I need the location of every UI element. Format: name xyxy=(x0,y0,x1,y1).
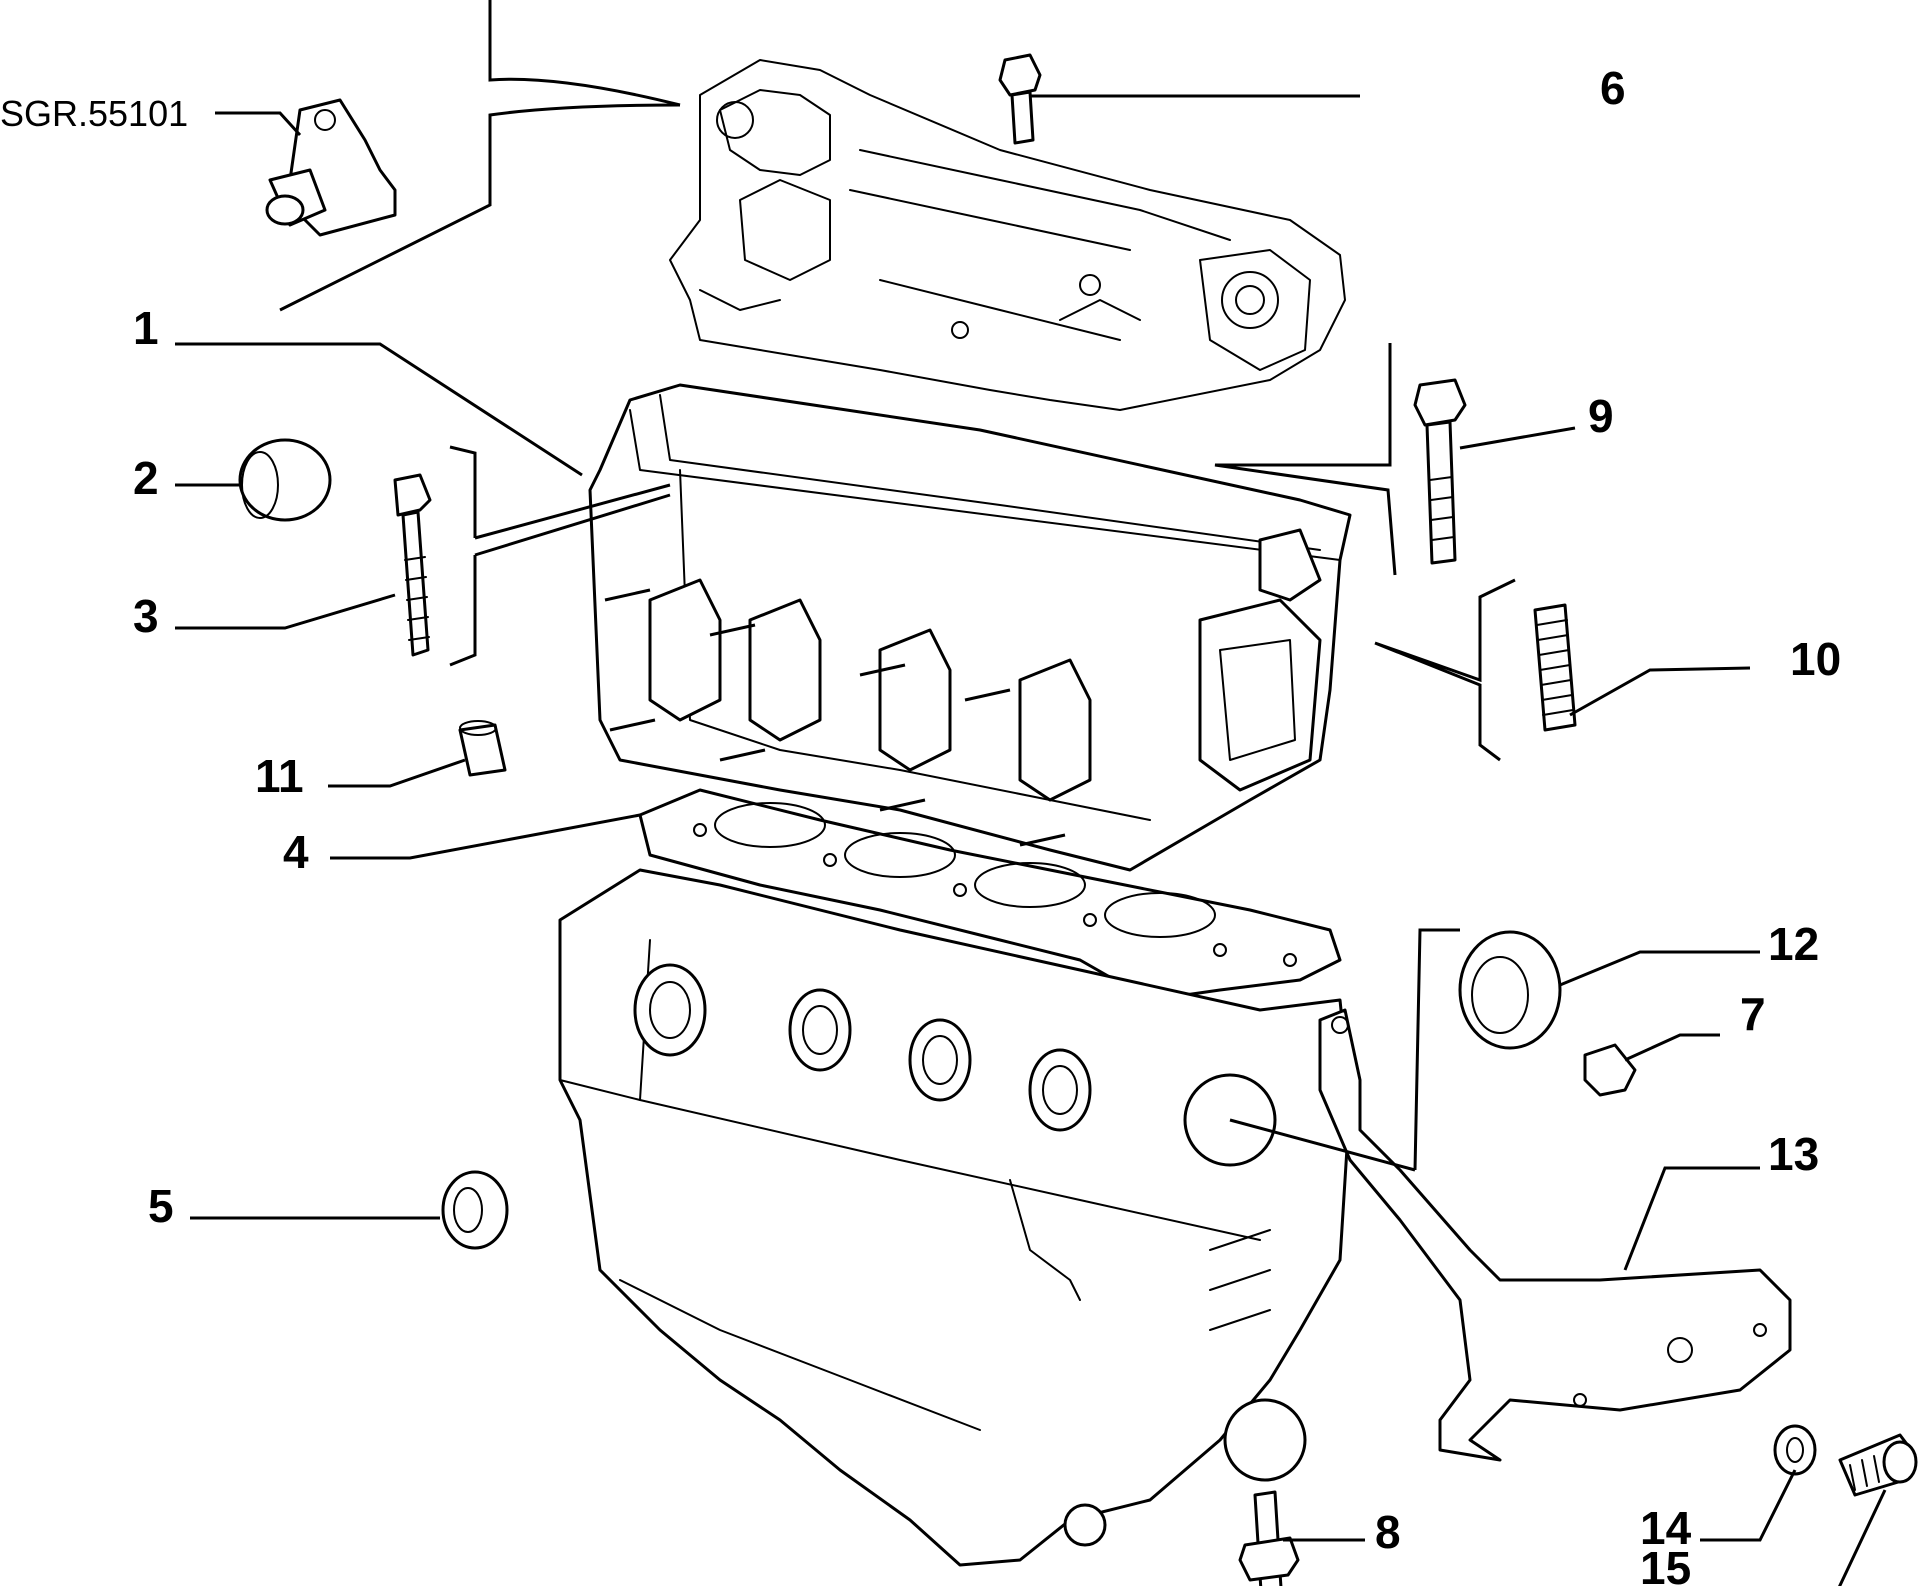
bracket-bolt xyxy=(1838,1433,1918,1497)
callout-13: 13 xyxy=(1768,1128,1819,1180)
sensor-sgr55101 xyxy=(265,98,397,237)
callout-15: 15 xyxy=(1640,1542,1691,1586)
washer xyxy=(1773,1424,1817,1476)
callout-5: 5 xyxy=(148,1180,174,1232)
callout-labels: SGR.55101 1 2 3 4 5 6 7 8 9 10 11 12 13 … xyxy=(0,62,1841,1586)
callout-11: 11 xyxy=(255,750,304,802)
long-bolt xyxy=(1413,378,1467,565)
head-cover-outline xyxy=(669,59,1346,411)
callout-3: 3 xyxy=(133,590,159,642)
oil-seal xyxy=(1458,930,1562,1050)
callout-7: 7 xyxy=(1740,988,1766,1040)
cover-bolt xyxy=(998,53,1042,145)
head-gasket xyxy=(638,788,1342,1002)
dowel-sleeve xyxy=(458,720,507,777)
head-studs xyxy=(604,588,1066,847)
callout-12: 12 xyxy=(1768,918,1819,970)
callout-1: 1 xyxy=(133,302,159,354)
core-plug xyxy=(441,1170,509,1250)
callout-9: 9 xyxy=(1588,390,1614,442)
bracket xyxy=(1318,1008,1792,1462)
head-bolt xyxy=(393,473,432,657)
engine-block xyxy=(558,868,1352,1567)
block-bolt xyxy=(1238,1490,1300,1586)
callout-6: 6 xyxy=(1600,62,1626,114)
leader-lines xyxy=(175,0,1887,1586)
callout-4: 4 xyxy=(283,826,309,878)
cup-plug xyxy=(238,438,332,522)
cylinder-head xyxy=(588,383,1352,872)
callout-2: 2 xyxy=(133,452,159,504)
part-reference-label: SGR.55101 xyxy=(0,93,188,134)
callout-10: 10 xyxy=(1790,633,1841,685)
threaded-stud xyxy=(1533,603,1577,732)
drain-plug xyxy=(1583,1043,1637,1097)
callout-8: 8 xyxy=(1375,1506,1401,1558)
callout-14: 14 xyxy=(1640,1502,1692,1554)
